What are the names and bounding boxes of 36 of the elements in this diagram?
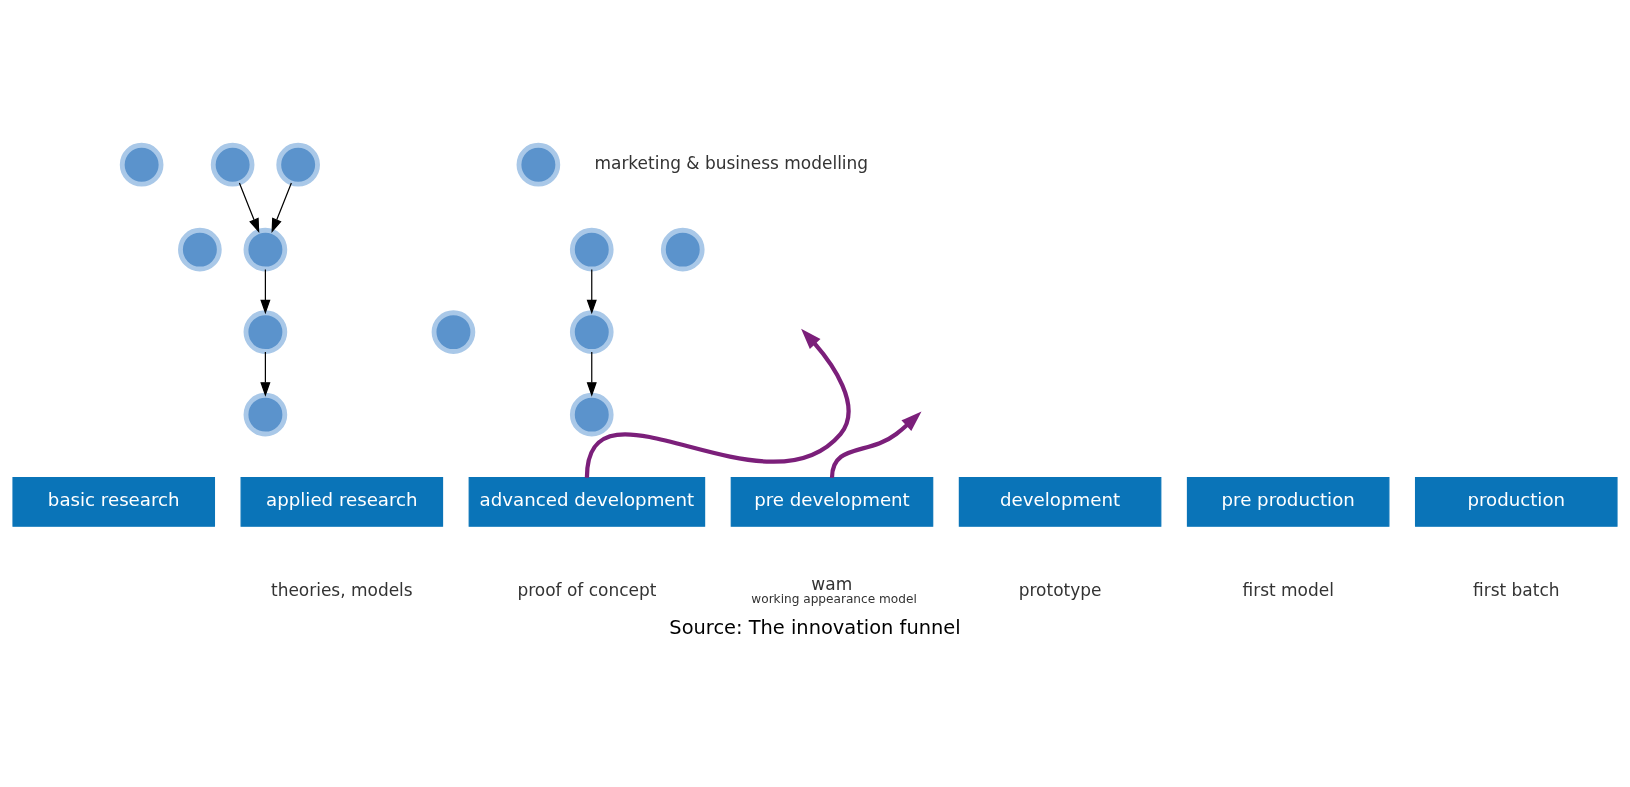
node-circle <box>431 309 476 354</box>
node-text: prototype <box>1018 579 1102 600</box>
node-circle <box>569 392 614 436</box>
arrow <box>238 181 260 233</box>
node-text: wam working appearance model <box>751 573 917 606</box>
arrow <box>271 181 292 233</box>
node-box: basic research <box>12 476 216 527</box>
node-circle <box>660 227 705 271</box>
node-circle <box>243 309 288 354</box>
node-box: pre production <box>1186 476 1390 527</box>
node-box: advanced development <box>468 476 706 527</box>
label: marketing & business modelling <box>594 152 869 173</box>
node-text: proof of concept <box>517 579 657 600</box>
node-box: production <box>1414 476 1618 527</box>
node-circle <box>276 142 320 187</box>
node-circle <box>243 392 288 436</box>
arrow <box>586 268 597 314</box>
node-circle <box>569 309 614 354</box>
arrow <box>584 328 851 478</box>
arrow <box>260 350 271 397</box>
node-text: first model <box>1242 579 1334 600</box>
caption: Source: The innovation funnel <box>669 615 961 639</box>
node-circle <box>243 227 288 271</box>
node-circle <box>178 227 222 271</box>
node-circle <box>516 142 561 187</box>
node-text: theories, models <box>270 579 413 600</box>
node-circle <box>210 142 255 187</box>
arrow <box>586 350 597 397</box>
node-box: applied research <box>240 476 444 527</box>
node-circle <box>569 227 614 271</box>
node-box: development <box>958 476 1162 527</box>
node-box: pre development <box>730 476 934 527</box>
node-text: first batch <box>1473 579 1560 600</box>
node-circle <box>119 142 164 187</box>
arrow <box>260 268 271 314</box>
arrow <box>829 411 922 478</box>
